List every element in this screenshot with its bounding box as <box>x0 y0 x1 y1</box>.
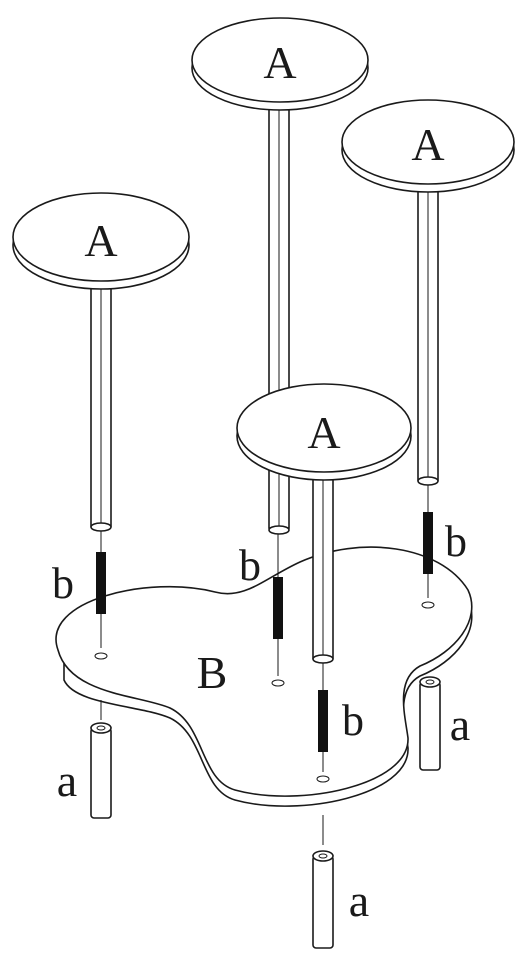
tray-right <box>341 99 515 486</box>
screw-center <box>273 530 283 676</box>
base-plate <box>55 546 473 807</box>
foot-bottom <box>312 815 334 949</box>
tray-front <box>236 383 412 664</box>
label-foot-left: a <box>57 755 77 806</box>
label-screw-left: b <box>52 559 74 608</box>
label-tray-right: A <box>411 119 444 170</box>
label-tray-left: A <box>84 215 117 266</box>
label-screw-right: b <box>445 517 467 566</box>
foot-right <box>419 676 441 771</box>
label-tray-back: A <box>263 37 296 88</box>
tray-left <box>12 192 190 532</box>
screw-right <box>423 482 433 598</box>
label-screw-front: b <box>342 696 364 745</box>
foot-left <box>90 700 112 819</box>
screw-front <box>318 662 328 772</box>
screw-left <box>96 528 106 648</box>
label-tray-front: A <box>307 407 340 458</box>
label-foot-right: a <box>450 699 470 750</box>
label-base: B <box>197 647 228 698</box>
label-screw-center: b <box>239 541 261 590</box>
label-foot-bottom: a <box>349 875 369 926</box>
